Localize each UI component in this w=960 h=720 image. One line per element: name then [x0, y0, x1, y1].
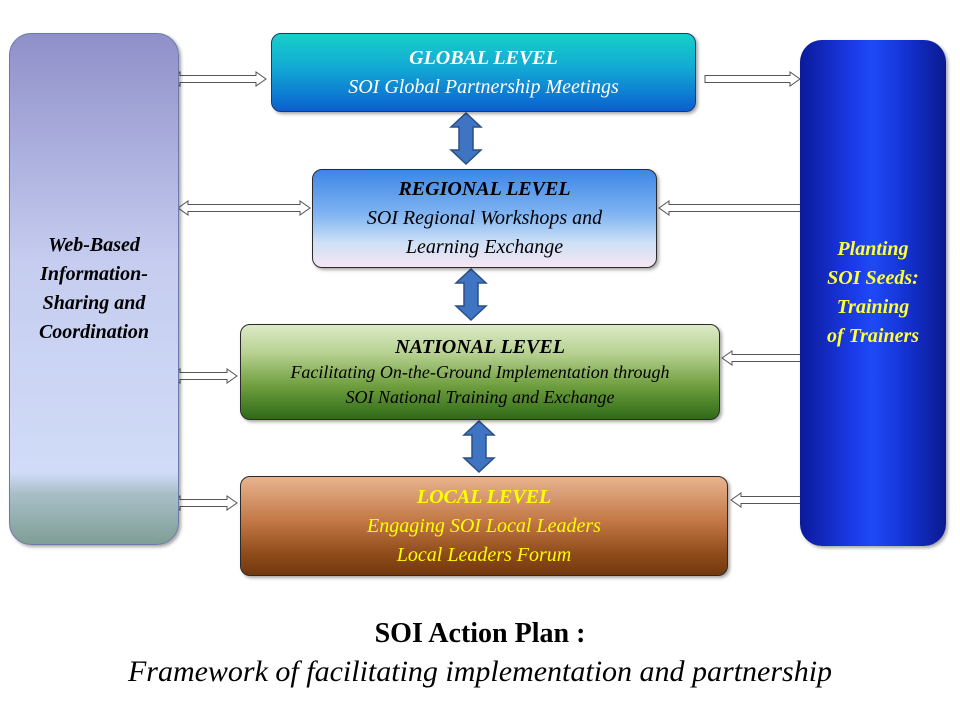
local-level-description-1: Engaging SOI Local Leaders [367, 514, 601, 537]
right-to-national-arrow [721, 350, 806, 366]
right-to-regional-arrow [658, 200, 806, 216]
left-national-double-arrow [169, 368, 238, 384]
local-level-box: LOCAL LEVEL Engaging SOI Local Leaders L… [240, 476, 728, 576]
national-level-description-2: SOI National Training and Exchange [345, 386, 615, 407]
vertical-connectors [449, 111, 496, 474]
left-regional-double-arrow [177, 200, 311, 216]
left-panel-line-4: Coordination [38, 321, 150, 343]
training-of-trainers-panel: Planting SOI Seeds: Training of Trainers [800, 40, 946, 546]
left-global-double-arrow [169, 71, 267, 87]
right-to-local-arrow [730, 492, 806, 508]
global-level-box: GLOBAL LEVEL SOI Global Partnership Meet… [271, 33, 696, 112]
right-panel-line-1: Planting [837, 238, 909, 260]
left-local-double-arrow [169, 495, 238, 511]
regional-level-description-1: SOI Regional Workshops and [366, 207, 603, 229]
right-panel-line-4: of Trainers [826, 325, 920, 347]
national-local-double-arrow [462, 419, 496, 474]
global-level-description: SOI Global Partnership Meetings [348, 75, 619, 98]
regional-level-title: REGIONAL LEVEL [398, 178, 571, 200]
web-based-info-sharing-panel: Web-Based Information- Sharing and Coord… [9, 33, 179, 545]
national-level-title: NATIONAL LEVEL [395, 335, 565, 358]
caption-subtitle: Framework of facilitating implementation… [127, 655, 833, 688]
local-level-description-2: Local Leaders Forum [396, 543, 572, 566]
national-level-description-1: Facilitating On-the-Ground Implementatio… [290, 361, 670, 382]
left-panel-line-2: Information- [40, 263, 148, 285]
left-panel-line-3: Sharing and [42, 292, 146, 314]
regional-level-box: REGIONAL LEVEL SOI Regional Workshops an… [312, 169, 657, 268]
horizontal-connectors [169, 71, 806, 511]
right-panel-line-3: Training [836, 296, 910, 318]
regional-national-double-arrow [454, 267, 488, 322]
local-level-title: LOCAL LEVEL [416, 485, 552, 508]
right-panel-line-2: SOI Seeds: [827, 267, 919, 289]
national-level-box: NATIONAL LEVEL Facilitating On-the-Groun… [240, 324, 720, 420]
left-panel-line-1: Web-Based [48, 234, 140, 256]
global-regional-double-arrow [449, 111, 483, 166]
regional-level-description-2: Learning Exchange [405, 236, 564, 258]
global-to-right-arrow [704, 71, 801, 87]
caption-title: SOI Action Plan : [374, 618, 586, 649]
global-level-title: GLOBAL LEVEL [409, 46, 558, 69]
